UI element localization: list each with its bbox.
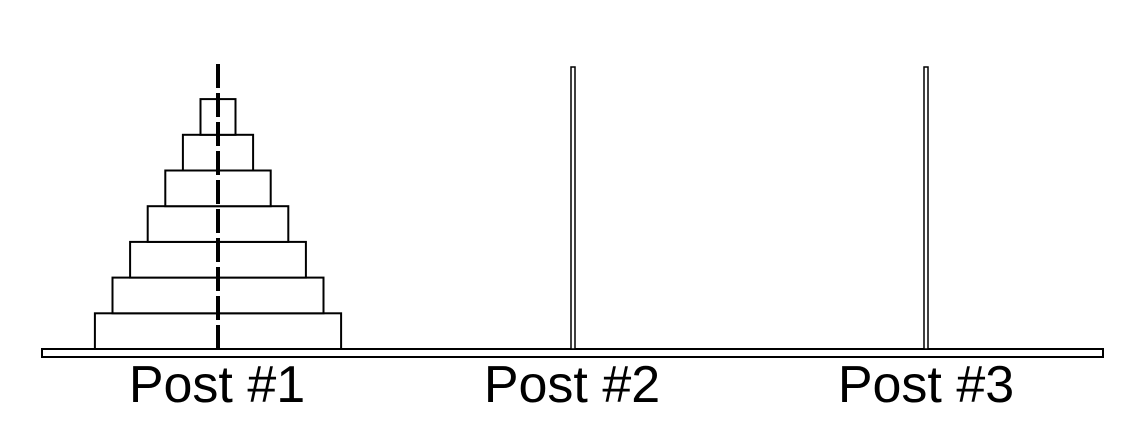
post-1 [93,64,343,350]
post-1-label: Post #1 [128,356,306,414]
post-2 [570,66,576,350]
post-2-rod [570,66,576,350]
post-3 [923,66,929,350]
post-2-label: Post #2 [483,356,661,414]
post-3-rod [923,66,929,350]
post-3-label: Post #3 [837,356,1015,414]
